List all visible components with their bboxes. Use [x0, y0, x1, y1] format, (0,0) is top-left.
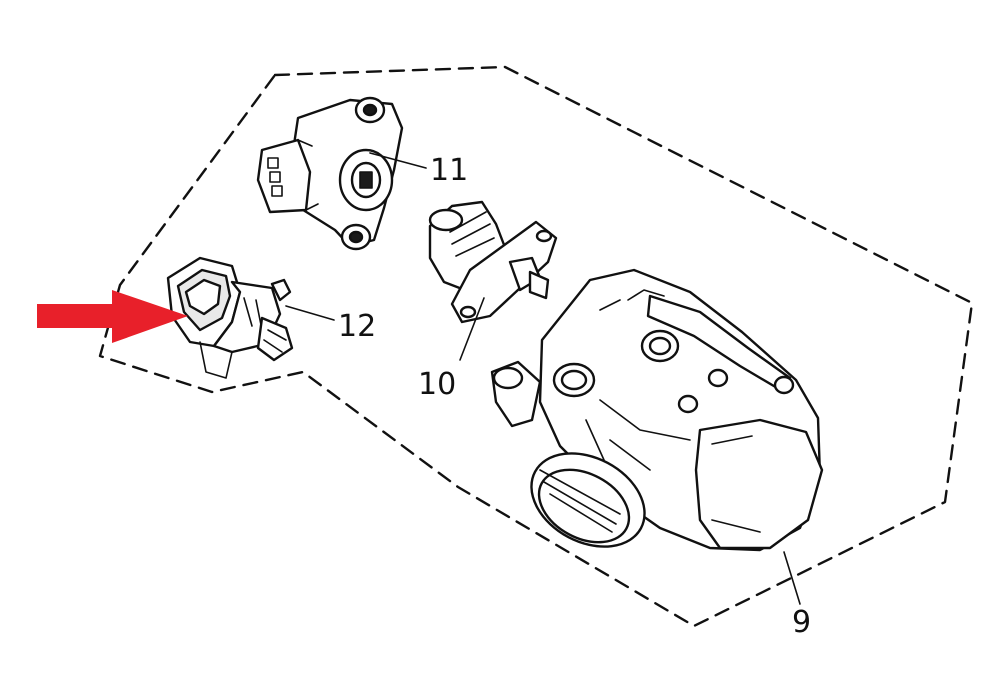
part-9-throttle-body — [490, 268, 824, 605]
callout-9: 9 — [792, 605, 811, 640]
red-arrow-icon — [37, 290, 188, 343]
part-12-map-sensor — [166, 256, 335, 379]
part-10-idle-air-control-valve — [428, 200, 558, 361]
assembly-boundary — [98, 65, 974, 628]
callout-12: 12 — [338, 309, 376, 344]
part-11-throttle-position-sensor — [256, 96, 427, 251]
callout-10: 10 — [418, 367, 456, 402]
callout-11: 11 — [430, 153, 468, 188]
